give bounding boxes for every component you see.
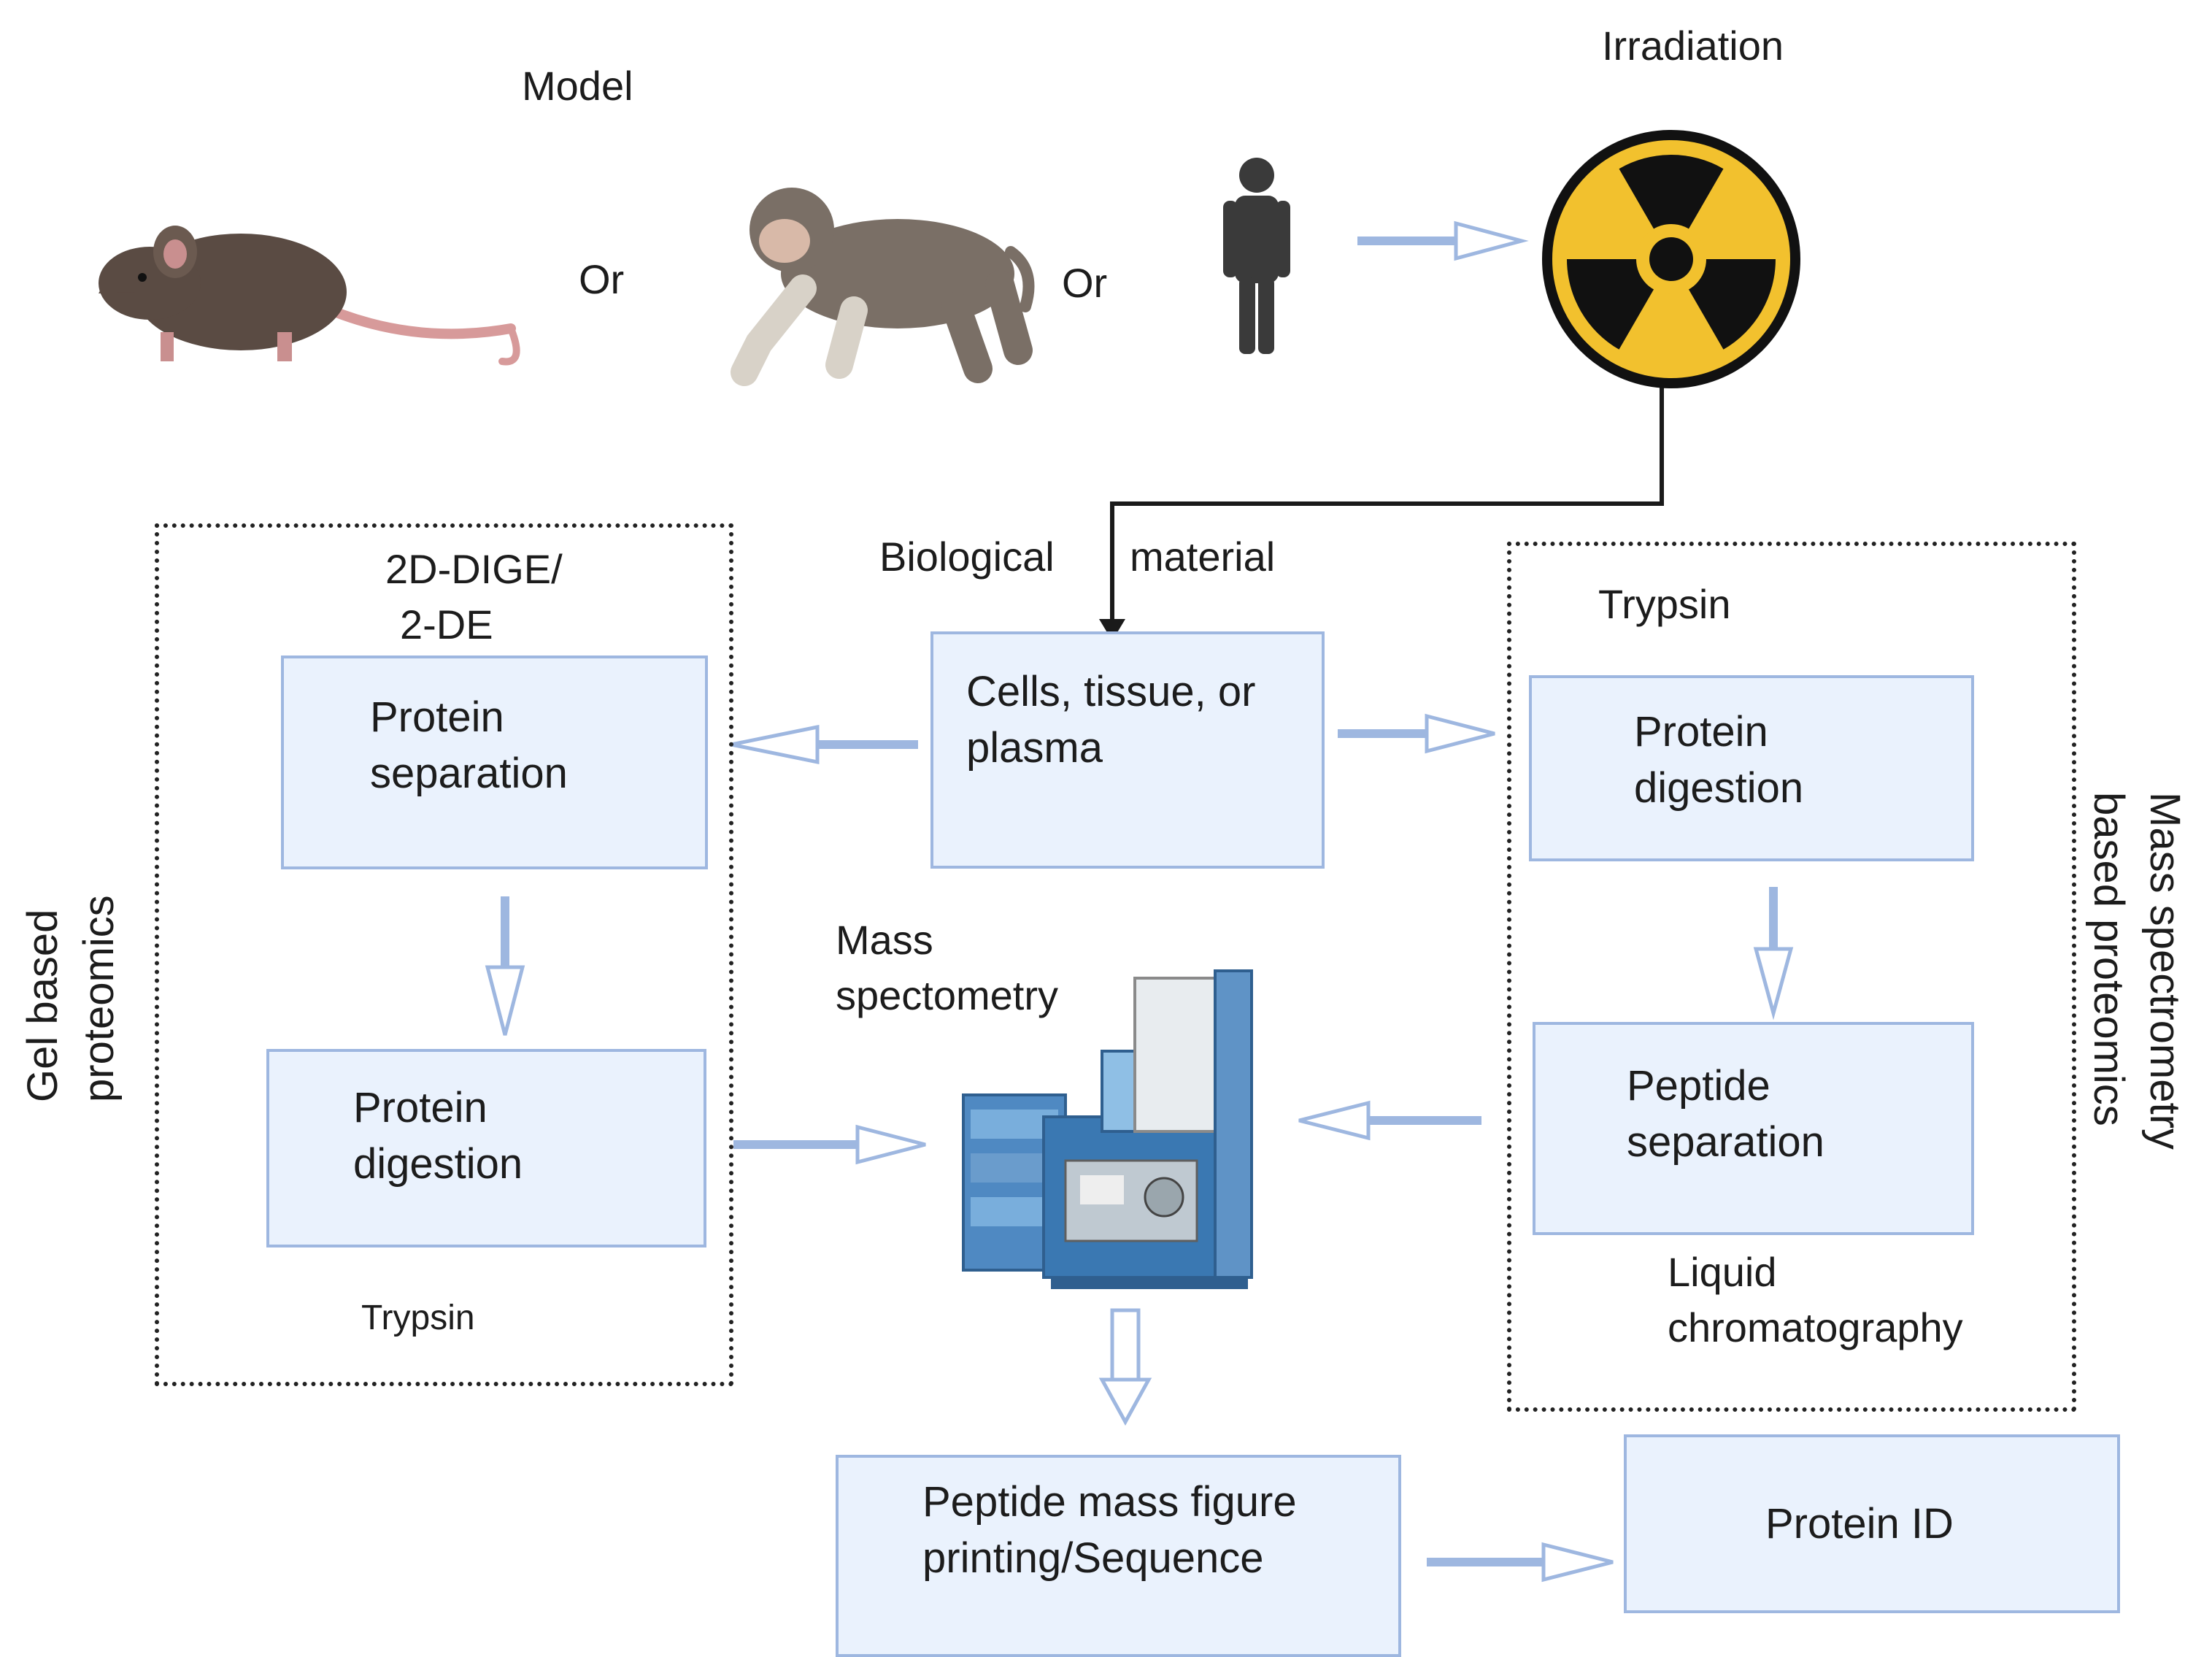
- gel-method-label: 2D-DIGE/ 2-DE: [385, 542, 563, 652]
- gel-based-panel: [155, 523, 733, 1386]
- ms-box2-line-2: separation: [1627, 1118, 1824, 1166]
- gel-protein-digestion-box: Protein digestion: [266, 1049, 706, 1247]
- arrow-mass-spec-to-pmf: [1098, 1308, 1152, 1426]
- model-label: Model: [522, 63, 633, 109]
- irradiation-label: Irradiation: [1602, 23, 1784, 69]
- material-label: material: [1130, 534, 1276, 580]
- gel-box1-line-2: separation: [370, 750, 568, 798]
- gel-side-label: Gel based proteomics: [15, 895, 127, 1102]
- ms-box1-line-1: Protein: [1634, 708, 1768, 756]
- irradiation-connector-line: [1110, 383, 1664, 624]
- human-silhouette-icon: [1223, 158, 1290, 354]
- arrow-human-to-irradiation: [1357, 220, 1529, 261]
- radiation-symbol-icon: [1542, 130, 1800, 388]
- ms-box2-line-1: Peptide: [1627, 1062, 1770, 1110]
- gel-method-label-line-1: 2D-DIGE/: [385, 546, 563, 592]
- mass-spectrometry-label-line-1: Mass: [836, 917, 933, 963]
- source-box: Cells, tissue, or plasma: [930, 631, 1325, 869]
- or-label-2: Or: [1062, 260, 1108, 306]
- protein-id-text: Protein ID: [1765, 1500, 1954, 1548]
- ms-peptide-separation-box: Peptide separation: [1533, 1022, 1974, 1235]
- pmf-box-line-2: printing/Sequence: [922, 1534, 1264, 1583]
- gel-trypsin-label: Trypsin: [361, 1299, 475, 1337]
- irradiation-connector-arrowhead: [1099, 619, 1125, 641]
- arrow-gel-digestion-to-mass-spec: [733, 1124, 926, 1165]
- ms-side-label-line-1: Mass spectrometry: [2141, 792, 2189, 1150]
- ms-side-label-line-2: based proteomics: [2084, 792, 2132, 1126]
- mass-spectrometer-icon: [962, 969, 1253, 1289]
- ms-box1-line-2: digestion: [1634, 764, 1804, 812]
- mouse-icon: [99, 226, 520, 366]
- biological-label: Biological: [879, 534, 1055, 580]
- arrow-source-to-gel: [731, 724, 918, 765]
- source-box-line-2: plasma: [966, 724, 1103, 772]
- gel-box2-line-2: digestion: [353, 1140, 523, 1188]
- gel-method-label-line-2: 2-DE: [400, 601, 493, 647]
- pmf-box: Peptide mass figure printing/Sequence: [836, 1455, 1401, 1657]
- ms-side-label: Mass spectrometry based proteomics: [2081, 792, 2193, 1150]
- monkey-icon: [731, 188, 1035, 386]
- arrow-gel-separation-to-digestion: [485, 896, 525, 1036]
- gel-box2-line-1: Protein: [353, 1084, 488, 1131]
- gel-box1-line-1: Protein: [370, 693, 504, 741]
- ms-liquid-chromatography-label: Liquid chromatography: [1668, 1245, 1963, 1355]
- arrow-ms-digestion-to-peptide-separation: [1753, 887, 1794, 1020]
- gel-protein-separation-box: Protein separation: [281, 656, 708, 869]
- gel-side-label-line-2: proteomics: [75, 895, 123, 1102]
- source-box-line-1: Cells, tissue, or: [966, 668, 1256, 715]
- ms-method-line-2: chromatography: [1668, 1304, 1963, 1350]
- arrow-pmf-to-protein-id: [1427, 1542, 1614, 1583]
- mass-spectrometry-label-line-2: spectometry: [836, 972, 1058, 1018]
- arrow-peptide-separation-to-mass-spec: [1298, 1100, 1481, 1141]
- mass-spectrometry-label: Mass spectometry: [836, 912, 1058, 1023]
- ms-method-line-1: Liquid: [1668, 1249, 1777, 1295]
- ms-trypsin-label: Trypsin: [1598, 581, 1731, 627]
- ms-based-panel: [1507, 542, 2076, 1412]
- protein-id-box: Protein ID: [1624, 1434, 2120, 1613]
- pmf-box-line-1: Peptide mass figure: [922, 1478, 1297, 1526]
- ms-protein-digestion-box: Protein digestion: [1529, 675, 1974, 861]
- or-label-1: Or: [579, 256, 625, 302]
- arrow-source-to-ms-digestion: [1338, 713, 1495, 754]
- gel-side-label-line-1: Gel based: [19, 909, 66, 1102]
